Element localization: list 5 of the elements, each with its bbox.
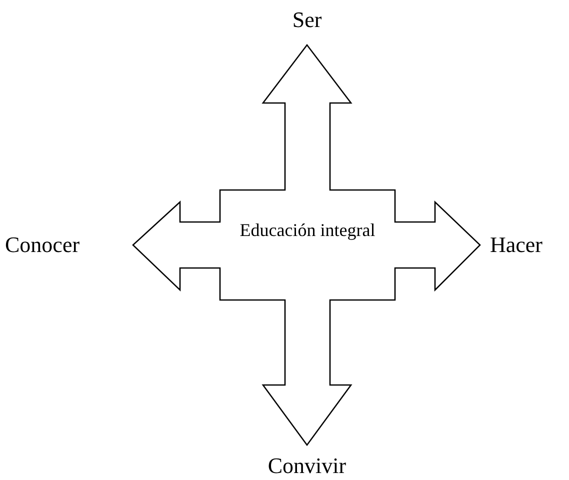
direction-label: Conocer: [5, 232, 80, 258]
direction-label: Hacer: [490, 232, 543, 258]
center-text: Educación integral: [238, 219, 376, 242]
direction-label: Ser: [291, 7, 323, 33]
direction-label: Convivir: [266, 453, 348, 479]
